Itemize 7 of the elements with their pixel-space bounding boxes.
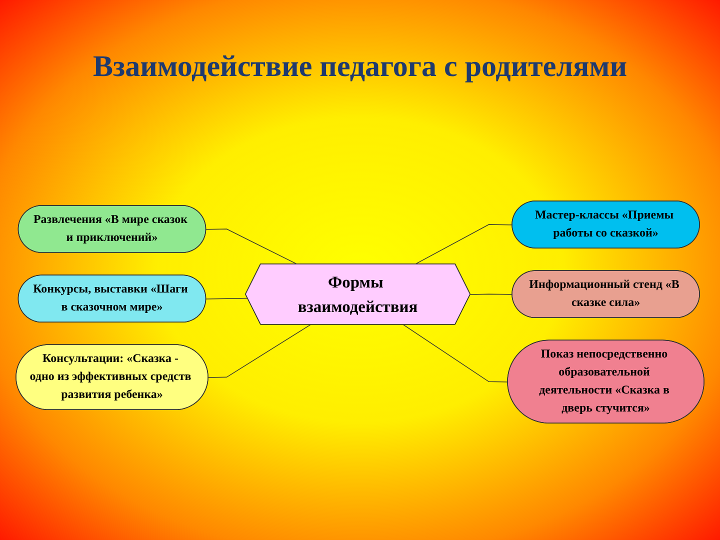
connector <box>206 298 248 300</box>
connector <box>470 294 513 295</box>
title: Взаимодействие педагога с родителями <box>92 49 628 85</box>
connector <box>208 324 311 378</box>
connector <box>206 228 298 264</box>
connector <box>414 224 513 264</box>
connector <box>403 324 508 382</box>
